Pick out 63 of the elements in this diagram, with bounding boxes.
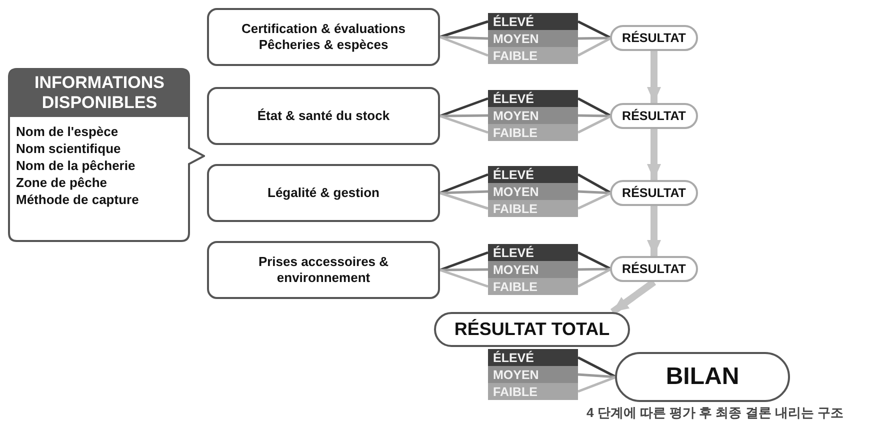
level-band: FAIBLE xyxy=(488,47,578,64)
level-band: FAIBLE xyxy=(488,124,578,141)
criterion-box: Légalité & gestion xyxy=(207,164,440,222)
connector-line xyxy=(577,173,612,194)
arrow xyxy=(610,279,656,315)
result-pill: RÉSULTAT xyxy=(610,180,698,206)
connector-line xyxy=(578,190,612,194)
connector-line xyxy=(577,114,612,134)
connector-line xyxy=(440,192,488,210)
connector-line xyxy=(578,36,612,40)
level-band: ÉLEVÉ xyxy=(488,13,578,30)
level-band: MOYEN xyxy=(488,30,578,47)
criterion-box: Prises accessoires & environnement xyxy=(207,241,440,299)
connector-line xyxy=(577,97,612,118)
connector-line xyxy=(440,36,488,40)
box-heading: INFORMATIONS DISPONIBLES xyxy=(33,73,166,113)
list-item: Nom scientifique xyxy=(16,141,122,156)
level-band: MOYEN xyxy=(488,107,578,124)
connector-line xyxy=(440,268,488,272)
connector-line xyxy=(440,114,488,134)
result-pill: RÉSULTAT TOTAL xyxy=(434,312,630,347)
result-pill: RÉSULTAT xyxy=(610,103,698,129)
level-band: FAIBLE xyxy=(488,278,578,295)
level-band: ÉLEVÉ xyxy=(488,90,578,107)
connector-line xyxy=(578,268,612,271)
connector-line xyxy=(577,356,617,378)
connector-line xyxy=(440,114,488,118)
level-band: MOYEN xyxy=(488,183,578,200)
level-band: FAIBLE xyxy=(488,200,578,217)
list-item: Nom de la pêcherie xyxy=(16,158,136,173)
result-pill: RÉSULTAT xyxy=(610,256,698,282)
level-band: MOYEN xyxy=(488,261,578,278)
connector-line xyxy=(440,251,488,272)
connector-line xyxy=(440,190,488,194)
arrow xyxy=(647,51,661,103)
result-pill: RÉSULTAT xyxy=(610,25,698,51)
connector-line xyxy=(440,173,488,194)
connector-line xyxy=(578,114,612,118)
arrow xyxy=(647,129,661,180)
connector-line xyxy=(578,376,616,393)
connector-line xyxy=(440,268,488,288)
connector-line xyxy=(577,36,612,57)
caption: 4 단계에 따른 평가 후 최종 결론 내리는 구조 xyxy=(585,404,845,422)
connector-line xyxy=(577,268,612,288)
level-band: FAIBLE xyxy=(488,383,578,400)
connector-line xyxy=(578,373,616,378)
list-item: Nom de l'espèce xyxy=(16,124,120,139)
level-band: ÉLEVÉ xyxy=(488,349,578,366)
connector-line xyxy=(577,192,612,210)
connector-line xyxy=(440,36,488,57)
criterion-box: Certification & évaluations Pêcheries & espèces xyxy=(207,8,440,66)
criterion-box: État & santé du stock xyxy=(207,87,440,145)
connector-line xyxy=(440,97,488,118)
level-band: ÉLEVÉ xyxy=(488,244,578,261)
list-item: Zone de pêche xyxy=(16,175,108,190)
connector-line xyxy=(577,251,612,270)
level-band: ÉLEVÉ xyxy=(488,166,578,183)
list-item: Méthode de capture xyxy=(16,192,140,207)
level-band: MOYEN xyxy=(488,366,578,383)
connector-line xyxy=(440,20,488,38)
connector-line xyxy=(577,20,612,40)
result-pill: BILAN xyxy=(615,352,790,402)
arrow xyxy=(647,206,661,256)
